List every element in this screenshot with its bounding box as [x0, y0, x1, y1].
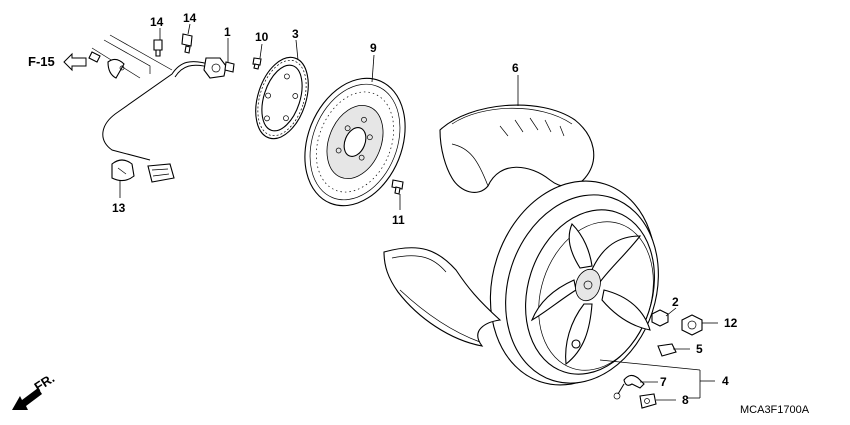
- callout-11: 11: [392, 213, 405, 227]
- callout-2: 2: [672, 295, 679, 309]
- bolt-10: [252, 57, 262, 70]
- weight-8: [639, 393, 657, 409]
- callout-1: 1: [224, 25, 231, 39]
- callout-7: 7: [660, 375, 667, 389]
- inner-fender: [383, 247, 502, 347]
- callout-14-right: 14: [183, 11, 197, 25]
- hollow-left-arrow-icon: [63, 52, 87, 72]
- front-direction-arrow: FR.: [12, 371, 57, 410]
- callout-10: 10: [255, 30, 269, 44]
- valve-7: [613, 374, 645, 400]
- wheel-rim: [489, 180, 659, 386]
- speed-sensor-assembly: [88, 33, 235, 183]
- callout-12: 12: [724, 316, 738, 330]
- callout-5: 5: [696, 342, 703, 356]
- callout-6: 6: [512, 61, 519, 75]
- pulser-ring: [255, 56, 309, 140]
- diagram-code: MCA3F1700A: [740, 404, 810, 416]
- solid-diagonal-arrow-icon: [12, 388, 42, 410]
- brake-disc: [304, 77, 406, 207]
- callout-3: 3: [292, 27, 299, 41]
- valve-stem-cap: [651, 309, 669, 327]
- callout-8: 8: [682, 393, 689, 407]
- axle-nut: [681, 314, 703, 336]
- tire: [439, 104, 595, 193]
- callout-14-left: 14: [150, 15, 164, 29]
- callout-9: 9: [370, 41, 377, 55]
- leader-lines: [119, 23, 718, 401]
- reference-arrow-label: F-15: [28, 54, 55, 69]
- bolt-11: [391, 179, 404, 195]
- callouts: 1 2 3 4 5 6 7 8 9 10 11 12 13 14 14: [112, 11, 738, 407]
- clip-5: [657, 343, 677, 357]
- callout-13: 13: [112, 201, 126, 215]
- reference-arrow[interactable]: F-15: [28, 52, 87, 72]
- callout-4: 4: [722, 374, 729, 388]
